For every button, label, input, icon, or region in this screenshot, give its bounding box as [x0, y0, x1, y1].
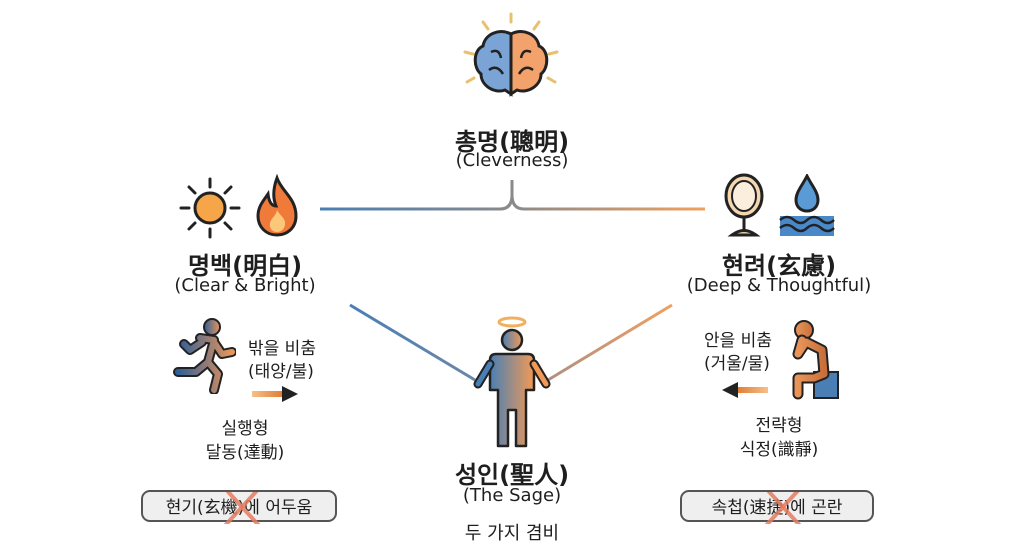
- left-title: 명백(明白): [187, 252, 303, 280]
- right-action-line2: (거울/물): [704, 354, 770, 374]
- left-connector: [349, 303, 476, 382]
- right-weakness-badge: 속첩(速捷)에 곤란: [680, 490, 874, 524]
- left-subtitle: (Clear & Bright): [174, 275, 316, 296]
- running-person-icon: [170, 318, 237, 395]
- sun-icon: [179, 177, 241, 239]
- water-drop-icon: [776, 172, 838, 238]
- cross-mark-icon: [764, 492, 802, 524]
- top-connector: [320, 180, 705, 211]
- arrow-right-icon: [252, 386, 298, 402]
- right-connector: [547, 303, 673, 382]
- left-type-line2: 달동(達動): [205, 443, 285, 463]
- flame-icon: [252, 173, 302, 238]
- left-action-line2: (태양/불): [248, 362, 314, 382]
- right-weakness-text: 속첩(速捷)에 곤란: [711, 498, 843, 518]
- top-subtitle: (Cleverness): [455, 150, 569, 171]
- right-type-line1: 전략형: [755, 416, 803, 436]
- bottom-title: 성인(聖人): [454, 461, 570, 489]
- left-action-line1: 밖을 비춤: [248, 339, 316, 359]
- left-type-line1: 실행형: [221, 419, 269, 439]
- left-weakness-badge: 현기(玄機)에 어두움: [141, 490, 337, 524]
- bottom-subtitle: (The Sage): [462, 485, 562, 506]
- cross-mark-icon: [223, 492, 261, 524]
- right-type-line2: 식정(識靜): [739, 440, 819, 460]
- top-title: 총명(聰明): [454, 128, 570, 156]
- bottom-caption: 두 가지 겸비: [464, 523, 560, 544]
- mirror-icon: [720, 172, 768, 238]
- brain-icon: [461, 12, 561, 112]
- thinking-person-icon: [784, 318, 842, 400]
- arrow-left-icon: [722, 382, 768, 398]
- right-subtitle: (Deep & Thoughtful): [686, 275, 872, 296]
- right-title: 현려(玄慮): [721, 252, 837, 280]
- right-action-line1: 안을 비춤: [704, 331, 772, 351]
- sage-halo-icon: [472, 314, 552, 448]
